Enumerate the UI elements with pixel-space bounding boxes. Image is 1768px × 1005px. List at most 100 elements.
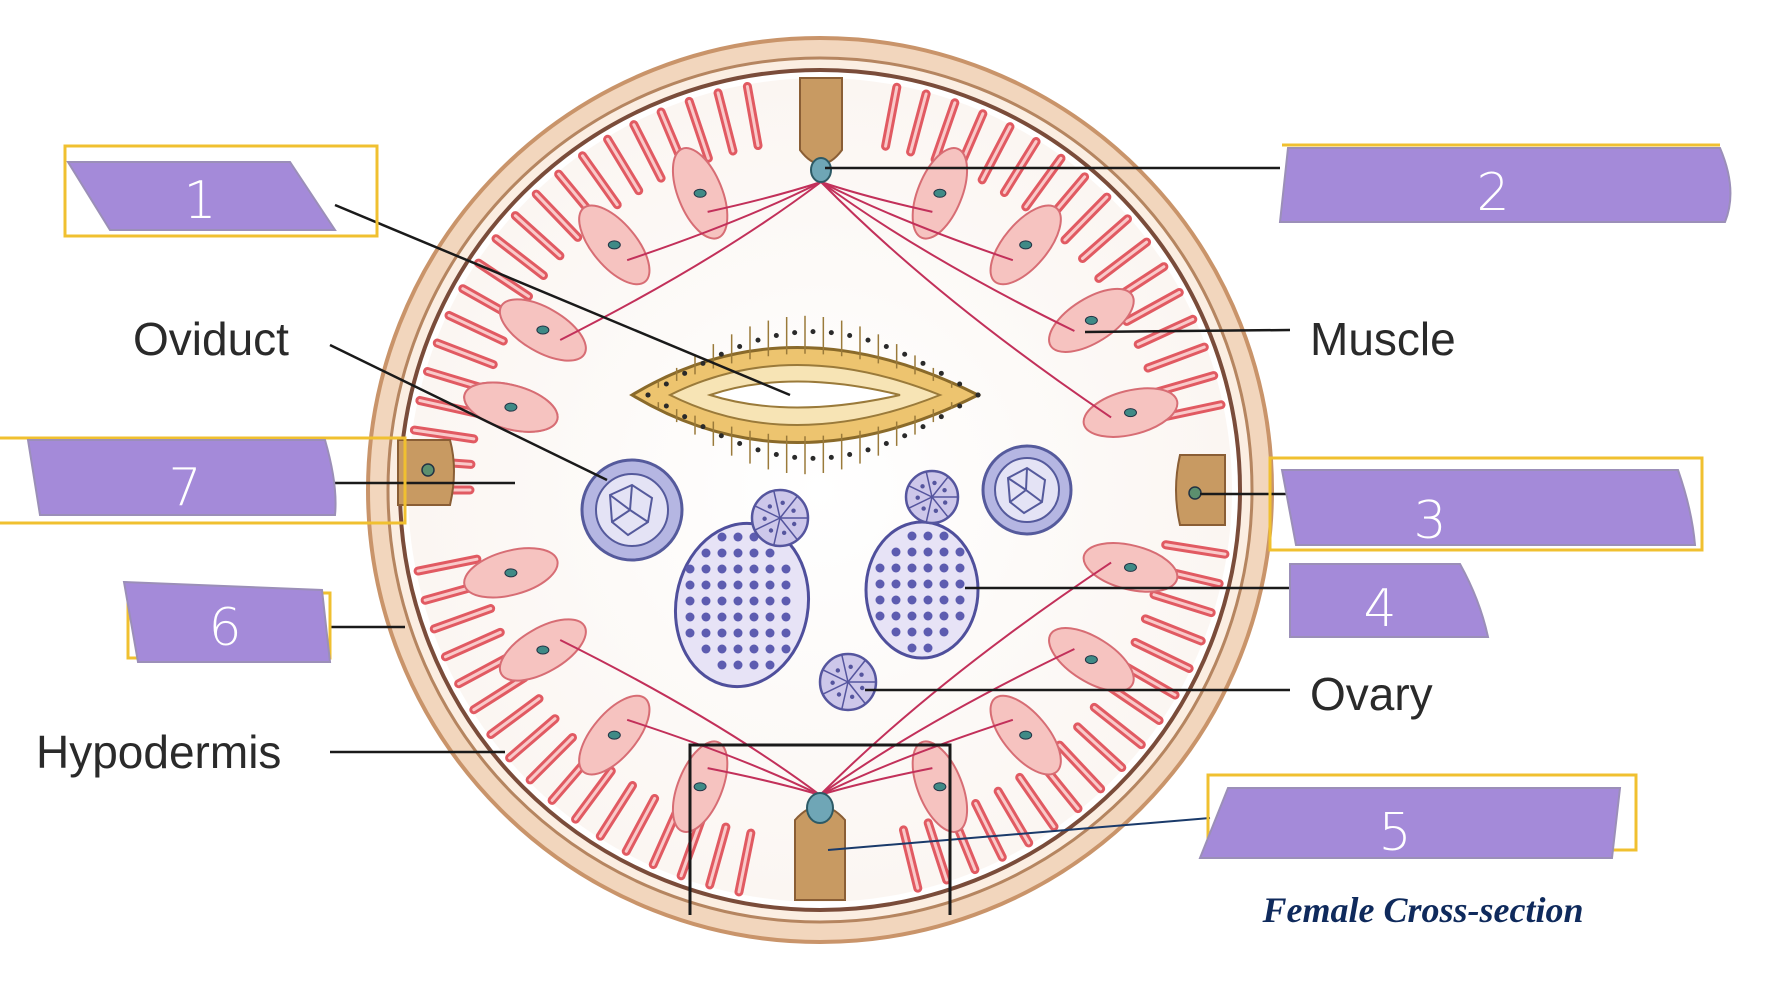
answer-box-2[interactable]: 2 (1278, 143, 1732, 223)
ovary-oocyte (907, 547, 917, 557)
answer-box-1[interactable]: 1 (63, 144, 379, 238)
ovary-oocyte (749, 596, 759, 606)
ovary-oocyte (923, 595, 933, 605)
muscle-fringe-core (435, 341, 495, 367)
answer-box-3[interactable]: 3 (1268, 456, 1704, 552)
muscle-fringe-core (416, 557, 479, 573)
intestine-nucleus (682, 370, 688, 376)
ovary-rosette-segment (925, 496, 933, 523)
answer-box-5[interactable]: 5 (1198, 773, 1638, 863)
ovary-oocyte (733, 628, 743, 638)
ovary-oocyte (781, 564, 791, 574)
muscle-fringe-core (909, 92, 928, 154)
muscle-fringe-core (534, 192, 580, 239)
ovary-oocyte (955, 595, 965, 605)
ovary-oocyte (781, 596, 791, 606)
ovary-rosette-dot (830, 680, 835, 685)
answer-box-7-number: 7 (168, 458, 201, 518)
caption: Female Cross-section (1262, 890, 1584, 930)
ovary-oocyte (717, 532, 727, 542)
ovary-oocyte (717, 660, 727, 670)
muscle-fringe-core (432, 607, 493, 631)
ovary-rosette-dot (915, 495, 920, 500)
ovary-oocyte (717, 548, 727, 558)
ovary-rosette-dot (762, 516, 767, 521)
ovary-rosette-dot (791, 508, 796, 513)
label-muscle: Muscle (1310, 313, 1456, 365)
body-cavity (408, 78, 1232, 902)
ovary-oocyte (701, 612, 711, 622)
ovary-oocyte (891, 595, 901, 605)
ovary-oocyte (923, 611, 933, 621)
muscle-fringe-core (447, 313, 505, 343)
intestine-nucleus (810, 455, 816, 461)
intestine-nucleus (773, 332, 779, 338)
muscle-fringe-core (708, 825, 728, 887)
muscle-fringe-core (494, 237, 545, 277)
ovary-oocyte (923, 563, 933, 573)
ovary-oocyte (939, 579, 949, 589)
ovary-rosette-dot (791, 521, 797, 527)
muscle-fringe-core (472, 676, 526, 712)
ovary-rosette-segment (908, 496, 933, 509)
ovary-rosette-dot (921, 506, 926, 511)
pointer-5 (827, 817, 1211, 851)
answer-box-4-number: 4 (1363, 579, 1396, 639)
muscle-fringe-core (574, 769, 613, 821)
ovary-oocyte (923, 643, 933, 653)
ovary-oocyte (733, 596, 743, 606)
ovary-rosette-dot (781, 530, 787, 536)
ovary-rosette-segment (841, 681, 849, 710)
intestine-cells (645, 315, 981, 475)
ovary-oocyte (733, 564, 743, 574)
answer-box-7[interactable]: 7 (0, 436, 407, 525)
muscle-fringe-core (884, 85, 899, 148)
intestine-nucleus (737, 441, 743, 447)
intestine-nucleus (865, 447, 871, 453)
pointer-muscle (1084, 328, 1291, 334)
muscle-nucleus (693, 782, 707, 792)
muscle-nucleus (1084, 655, 1098, 665)
muscle-nucleus (536, 325, 550, 335)
ovary-rosette-dot (836, 692, 842, 697)
intestine-nucleus (737, 343, 743, 349)
ovary-rosette-segment (931, 476, 949, 498)
muscle-nucleus (607, 730, 621, 740)
ovary-oocyte (765, 596, 775, 606)
muscle-nucleus (504, 568, 518, 578)
ovary-oocyte (781, 628, 791, 638)
ovary-oocyte (701, 644, 711, 654)
ovary-oocyte (701, 580, 711, 590)
ovary-rosette-dot (859, 685, 865, 691)
ovary-rosette-segment (754, 517, 781, 531)
oviduct-right (981, 444, 1073, 536)
ovary-oocyte (781, 580, 791, 590)
muscle-fringe-core (443, 630, 502, 659)
muscle-fringe-core (1024, 156, 1063, 209)
ovary-rosette-segment (847, 681, 867, 705)
muscle-fringe-core (980, 125, 1012, 182)
ovary-rosette-segment (773, 490, 781, 519)
ovary-oocyte (717, 580, 727, 590)
ovary-oocyte (717, 596, 727, 606)
muscle-nucleus (607, 240, 621, 250)
muscle-fringe-core (528, 735, 575, 782)
answer-box-6[interactable]: 6 (122, 580, 332, 663)
ovary-rosette-dot (849, 694, 855, 700)
muscle-nucleus (1019, 240, 1033, 250)
ovary-oocyte (875, 563, 885, 573)
ovary-oocyte (907, 579, 917, 589)
intestine-nucleus (718, 433, 724, 439)
ovary-oocyte (765, 644, 775, 654)
ventral-cord (794, 792, 846, 901)
muscle-fringe-core (1058, 743, 1103, 791)
ovary-oocyte (717, 612, 727, 622)
ovary-oocyte (891, 627, 901, 637)
intestine-nucleus (938, 414, 944, 420)
ovary-oocyte (891, 547, 901, 557)
ovary-rosette-segment (822, 669, 849, 683)
ovary-oocyte (891, 611, 901, 621)
ovary-oocyte (733, 612, 743, 622)
ovary-oocyte (955, 563, 965, 573)
answer-box-4[interactable]: 4 (1289, 563, 1490, 639)
